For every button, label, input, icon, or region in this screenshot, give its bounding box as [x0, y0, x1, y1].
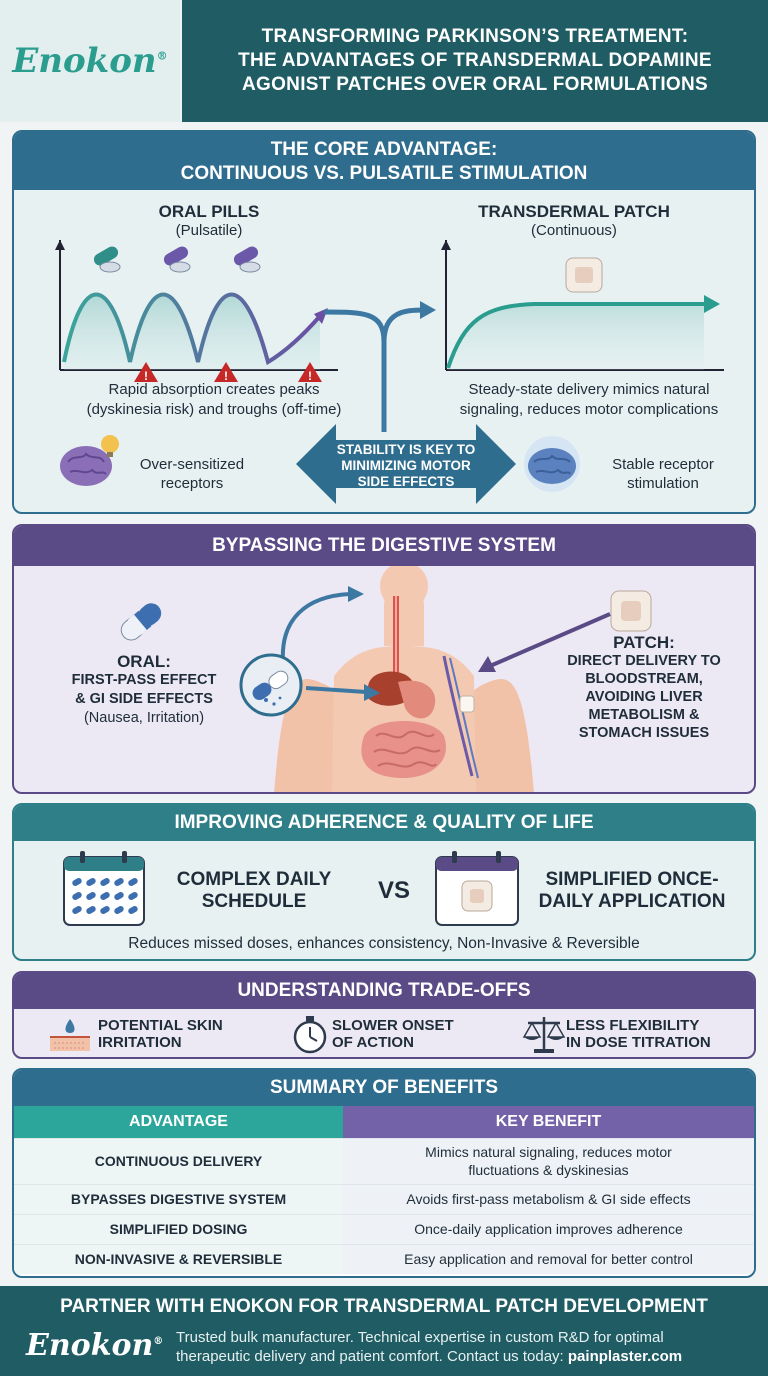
oral-pills-subtitle: (Pulsatile) [175, 222, 243, 239]
digestive-heading: BYPASSING THE DIGESTIVE SYSTEM [14, 526, 754, 566]
table-row: NON-INVASIVE & REVERSIBLE Easy applicati… [14, 1243, 754, 1274]
patch-icon [565, 257, 603, 293]
advantage-cell: NON-INVASIVE & REVERSIBLE [14, 1243, 343, 1274]
tradeoff-item-titration: LESS FLEXIBILITY IN DOSE TITRATION [566, 1017, 711, 1051]
intestine-icon [361, 721, 446, 778]
human-body-illustration [274, 566, 534, 792]
curved-arrow [280, 586, 364, 673]
tradeoff-item-onset: SLOWER ONSET OF ACTION [332, 1017, 454, 1051]
skin-irritation-icon [50, 1019, 90, 1051]
footer-title: PARTNER WITH ENOKON FOR TRANSDERMAL PATC… [60, 1296, 708, 1317]
arrow-to-liver [305, 684, 380, 701]
brain-icon [60, 435, 119, 486]
table-row: BYPASSES DIGESTIVE SYSTEM Avoids first-p… [14, 1183, 754, 1214]
stability-text: STABILITY IS KEY TO MINIMIZING MOTOR SID… [336, 442, 476, 489]
adherence-caption: Reduces missed doses, enhances consisten… [128, 935, 640, 952]
warning-icon: ! [134, 362, 158, 382]
svg-text:!: ! [308, 369, 312, 382]
pill-calendar-icon [63, 851, 145, 926]
simplified-application-label: SIMPLIFIED ONCE- DAILY APPLICATION [538, 869, 726, 912]
pill-icon [163, 246, 191, 273]
column-header-benefit: KEY BENEFIT [343, 1106, 754, 1138]
stability-double-arrow [296, 424, 516, 504]
patch-caption: Steady-state delivery mimics natural sig… [459, 381, 719, 418]
footer-text: Trusted bulk manufacturer. Technical exp… [176, 1329, 683, 1365]
patch-calendar-icon [435, 851, 519, 926]
tradeoffs-section: UNDERSTANDING TRADE-OFFS POTENTIAL SKIN … [12, 971, 756, 1059]
benefit-cell: Avoids first-pass metabolism & GI side e… [343, 1183, 754, 1214]
advantage-cell: CONTINUOUS DELIVERY [14, 1137, 343, 1184]
summary-section: SUMMARY OF BENEFITS ADVANTAGE KEY BENEFI… [12, 1068, 756, 1278]
benefit-cell: Easy application and removal for better … [343, 1243, 754, 1274]
patch-digestive-label: PATCH: DIRECT DELIVERY TO BLOODSTREAM, A… [567, 633, 721, 742]
svg-text:!: ! [144, 369, 148, 382]
brand-logo-box: Enokon® [0, 0, 180, 122]
vs-label: VS [377, 877, 410, 904]
summary-heading: SUMMARY OF BENEFITS [14, 1070, 754, 1106]
brand-logo: Enokon® [12, 41, 168, 81]
oral-pills-title: ORAL PILLS [158, 202, 260, 221]
stopwatch-icon [293, 1016, 327, 1054]
warning-icon: ! [214, 362, 238, 382]
table-header-row: ADVANTAGE KEY BENEFIT [14, 1106, 754, 1138]
page-title: TRANSFORMING PARKINSON’S TREATMENT: THE … [182, 0, 768, 122]
patch-subtitle: (Continuous) [531, 222, 617, 239]
summary-table: ADVANTAGE KEY BENEFIT CONTINUOUS DELIVER… [14, 1106, 754, 1274]
connector-arrow [323, 301, 436, 432]
header: Enokon® TRANSFORMING PARKINSON’S TREATME… [0, 0, 768, 122]
arrow-to-arm [478, 612, 611, 672]
right-brain-label: Stable receptor stimulation [612, 456, 714, 492]
dissolving-pill-icon [239, 653, 303, 717]
benefit-cell: Once-daily application improves adherenc… [343, 1213, 754, 1244]
footer: PARTNER WITH ENOKON FOR TRANSDERMAL PATC… [0, 1286, 768, 1376]
table-row: CONTINUOUS DELIVERY Mimics natural signa… [14, 1137, 754, 1184]
left-brain-label: Over-sensitized receptors [139, 456, 245, 492]
oral-digestive-label: ORAL: FIRST-PASS EFFECT & GI SIDE EFFECT… [71, 652, 217, 726]
warning-icon: ! [298, 362, 322, 382]
advantage-cell: BYPASSES DIGESTIVE SYSTEM [14, 1183, 343, 1214]
complex-schedule-label: COMPLEX DAILY SCHEDULE [176, 869, 332, 912]
patch-icon [610, 590, 652, 632]
adherence-heading: IMPROVING ADHERENCE & QUALITY OF LIFE [14, 805, 754, 841]
brain-icon [524, 436, 580, 492]
advantage-cell: SIMPLIFIED DOSING [14, 1213, 343, 1244]
column-header-advantage: ADVANTAGE [14, 1106, 343, 1138]
stomach-icon [398, 680, 436, 719]
continuous-graph [441, 240, 724, 371]
pulsatile-graph: ! ! ! [55, 240, 338, 382]
oral-caption: Rapid absorption creates peaks (dyskines… [86, 381, 342, 418]
website-link[interactable]: painplaster.com [567, 1348, 683, 1365]
pill-icon [93, 246, 121, 273]
arm-patch-icon [459, 695, 475, 713]
pill-icon [233, 246, 261, 273]
digestive-section: BYPASSING THE DIGESTIVE SYSTEM ORAL: FIR… [12, 524, 756, 794]
table-row: SIMPLIFIED DOSING Once-daily application… [14, 1213, 754, 1244]
adherence-section: IMPROVING ADHERENCE & QUALITY OF LIFE CO… [12, 803, 756, 961]
tradeoff-item-skin: POTENTIAL SKIN IRRITATION [98, 1017, 223, 1051]
core-advantage-heading: THE CORE ADVANTAGE: CONTINUOUS VS. PULSA… [14, 132, 754, 190]
footer-logo: Enokon® [26, 1328, 164, 1363]
tradeoffs-heading: UNDERSTANDING TRADE-OFFS [14, 973, 754, 1009]
core-advantage-section: THE CORE ADVANTAGE: CONTINUOUS VS. PULSA… [12, 130, 756, 514]
patch-title: TRANSDERMAL PATCH [478, 202, 670, 221]
scale-icon [522, 1017, 566, 1053]
capsule-icon [120, 603, 162, 641]
svg-text:!: ! [224, 369, 228, 382]
